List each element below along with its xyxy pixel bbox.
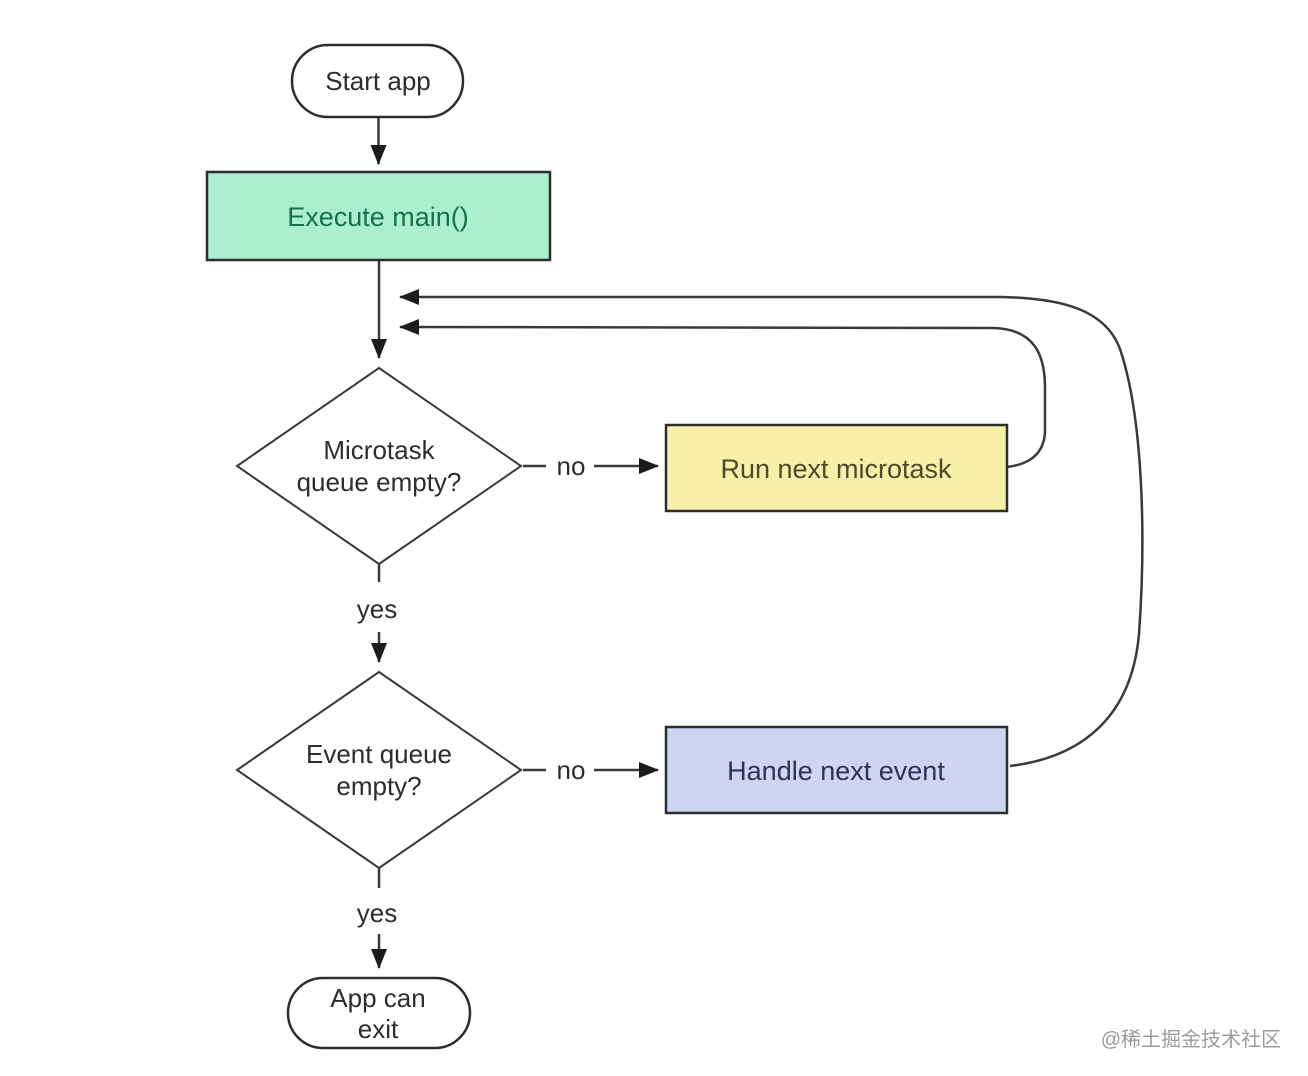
event-check-node-shape xyxy=(235,670,523,870)
node-run-next-microtask: Run next microtask xyxy=(664,423,1009,513)
microtask-check-label-line1: Microtask xyxy=(323,435,435,465)
label-microtask-yes: yes xyxy=(357,594,397,624)
run-next-microtask-node-label: Run next microtask xyxy=(720,454,952,484)
event-check-label-line1: Event queue xyxy=(306,739,452,769)
label-event-no: no xyxy=(557,755,586,785)
handle-next-event-node-shape xyxy=(664,725,1009,815)
node-execute-main: Execute main() xyxy=(205,170,552,262)
watermark: @稀土掘金技术社区 xyxy=(1101,1028,1281,1051)
event-check-label-line2: empty? xyxy=(336,771,421,801)
edge-microtask-loop-back xyxy=(399,319,1047,469)
start-node-shape xyxy=(290,43,465,119)
microtask-check-node-shape xyxy=(235,366,523,566)
app-exit-label-line2: exit xyxy=(358,1014,399,1044)
edges xyxy=(370,117,1144,969)
edge-labels: no yes no yes xyxy=(357,451,586,928)
execute-main-node-shape xyxy=(205,170,552,262)
node-app-exit: App can exit xyxy=(286,976,472,1050)
node-start: Start app xyxy=(290,43,465,119)
node-microtask-check: Microtask queue empty? xyxy=(235,366,523,566)
app-exit-label-line1: App can xyxy=(330,983,425,1013)
node-event-check: Event queue empty? xyxy=(235,670,523,870)
execute-main-node-label: Execute main() xyxy=(287,202,469,232)
start-node-label: Start app xyxy=(325,66,431,96)
label-microtask-no: no xyxy=(557,451,586,481)
app-exit-node-shape xyxy=(286,976,472,1050)
run-next-microtask-node-shape xyxy=(664,423,1009,513)
edge-event-loop-back xyxy=(399,289,1144,768)
label-event-yes: yes xyxy=(357,898,397,928)
handle-next-event-node-label: Handle next event xyxy=(727,756,945,786)
microtask-check-label-line2: queue empty? xyxy=(297,467,462,497)
node-handle-next-event: Handle next event xyxy=(664,725,1009,815)
